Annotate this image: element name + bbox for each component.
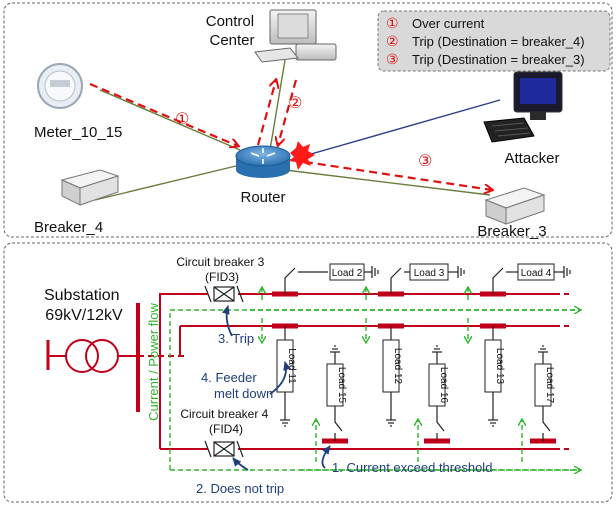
- circuit-breaker-3-icon: [204, 285, 244, 303]
- bottom-panel-frame: [3, 242, 613, 503]
- cb3-label: Circuit breaker 3 (FID3): [176, 255, 267, 284]
- exceed-annotation: 1. Current exceed threshold: [332, 460, 492, 475]
- load-15-box: [326, 363, 344, 407]
- control-center-computer-icon: [254, 9, 337, 63]
- top-load-branches: [284, 266, 571, 294]
- substation-label-line1: Substation: [44, 287, 120, 304]
- cb3-label-line2: (FID3): [205, 270, 239, 284]
- attacker-computer-icon: [483, 71, 563, 143]
- legend-text-3: Trip (Destination = breaker_3): [412, 52, 585, 67]
- load-2-label: Load 2: [332, 268, 363, 279]
- router-label: Router: [240, 189, 285, 206]
- step-marker-2: ②: [288, 93, 302, 112]
- load-12-box: [382, 339, 400, 393]
- substation-label-line2: 69kV/12kV: [45, 307, 123, 324]
- load-4-box: [517, 263, 555, 281]
- attack-burst-icon: [289, 141, 315, 170]
- legend-num-2: ②: [386, 34, 399, 50]
- vertical-load-boxes: [276, 339, 552, 407]
- legend-num-3: ③: [386, 52, 399, 68]
- cb4-label-line2: (FID4): [209, 422, 243, 436]
- substation-label: Substation 69kV/12kV: [44, 287, 124, 324]
- breaker-3-label: Breaker_3: [477, 223, 546, 240]
- load-3-box: [409, 263, 449, 281]
- current-flow-arrows: [169, 288, 580, 470]
- cb4-label: Circuit breaker 4 (FID4): [180, 407, 271, 436]
- feeder-annotation-line2: melt down: [214, 386, 273, 401]
- current-flow-label: Current / Power flow: [146, 303, 161, 421]
- bus-stubs: [272, 291, 556, 444]
- legend-num-1: ①: [386, 16, 399, 32]
- attacker-label: Attacker: [504, 150, 559, 167]
- annotation-arrows: [221, 305, 331, 471]
- trip-annotation: 3. Trip: [218, 331, 254, 346]
- load-12-label: Load 12: [392, 348, 403, 385]
- meter-label: Meter_10_15: [34, 124, 122, 141]
- step-marker-1: ①: [175, 109, 189, 128]
- legend-text-1: Over current: [412, 16, 485, 31]
- step-marker-3: ③: [418, 151, 432, 170]
- network-links: [94, 59, 501, 201]
- breaker-3-device-icon: [484, 187, 546, 225]
- smart-meter-icon: [37, 63, 83, 109]
- vertical-load-branches: [280, 326, 551, 441]
- legend-box: ① Over current ② Trip (Destination = bre…: [377, 10, 611, 72]
- breaker-4-device-icon: [60, 169, 120, 206]
- load-17-label: Load 17: [544, 367, 555, 404]
- transformer-icon: [46, 339, 185, 373]
- load-16-label: Load 16: [438, 367, 449, 404]
- feeder-annotation-line1: 4. Feeder: [201, 370, 257, 385]
- load-16-box: [428, 363, 446, 407]
- legend-text-2: Trip (Destination = breaker_4): [412, 34, 585, 49]
- feeder-annotation: 4. Feeder melt down: [201, 370, 273, 401]
- load-13-box: [484, 339, 502, 393]
- control-center-label-line1: Control: [206, 13, 254, 30]
- load-15-label: Load 15: [336, 367, 347, 404]
- cb4-label-line1: Circuit breaker 4: [180, 407, 268, 421]
- top-panel-frame: [3, 2, 613, 238]
- load-11-label: Load 11: [286, 348, 297, 384]
- load-13-label: Load 13: [494, 348, 505, 385]
- circuit-breaker-4-icon: [204, 440, 244, 458]
- no-trip-annotation: 2. Does not trip: [196, 481, 284, 496]
- attack-arrows: [89, 80, 492, 190]
- load-4-label: Load 4: [521, 268, 552, 279]
- control-center-label-line2: Center: [209, 32, 254, 49]
- load-2-box: [329, 263, 365, 281]
- router-icon: [235, 145, 291, 178]
- load-3-label: Load 3: [414, 268, 445, 279]
- cb3-label-line1: Circuit breaker 3: [176, 255, 264, 269]
- load-17-box: [534, 363, 552, 407]
- control-center-label: Control Center: [206, 13, 259, 49]
- breaker-4-label: Breaker_4: [34, 219, 103, 236]
